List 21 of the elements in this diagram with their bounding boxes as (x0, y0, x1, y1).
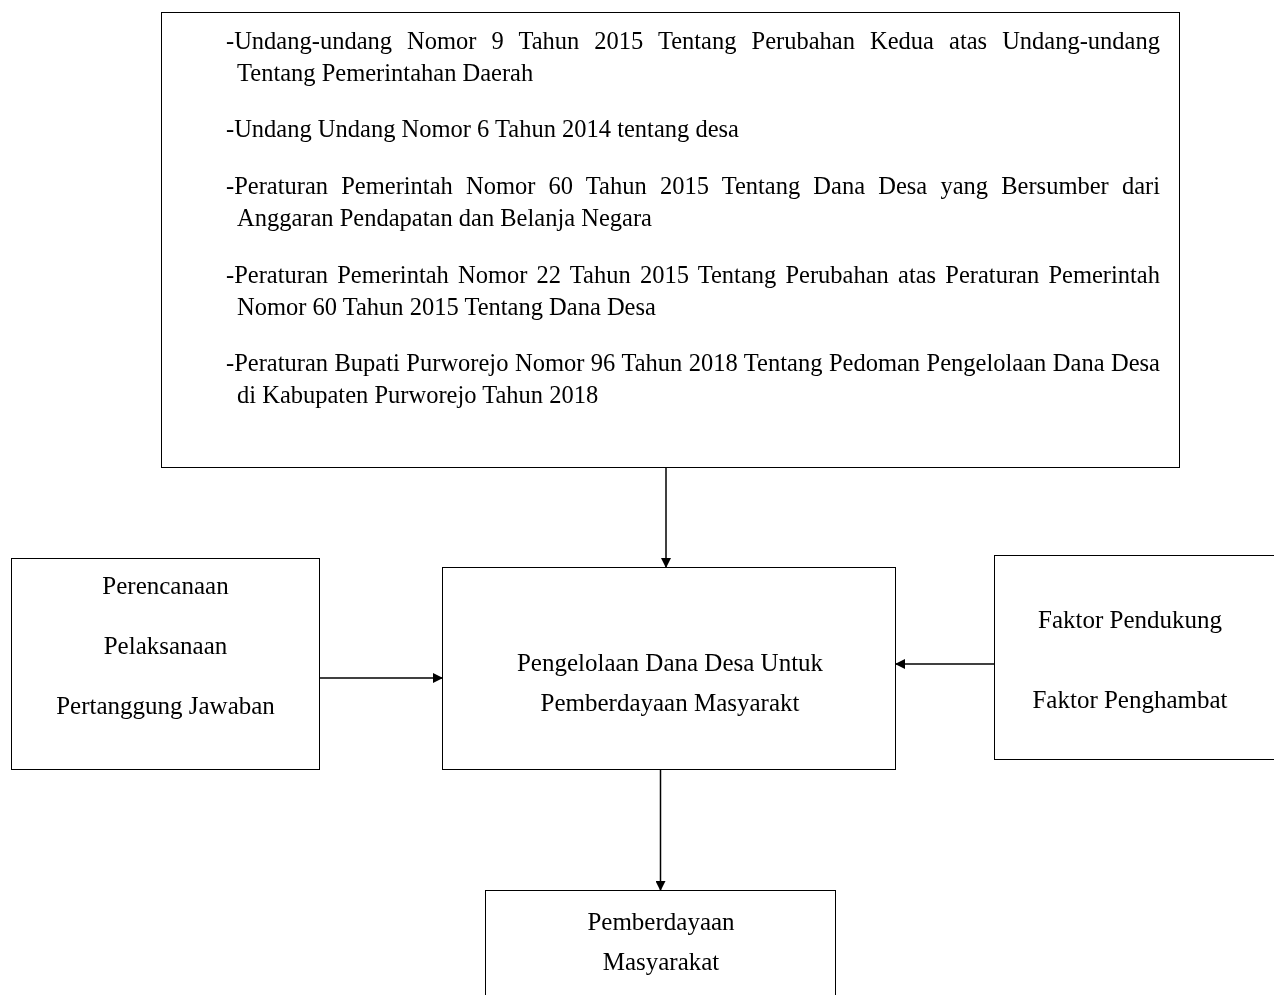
box-label: Faktor Penghambat (1031, 685, 1229, 715)
box-label: Pertanggung Jawaban (55, 691, 276, 721)
text-box (161, 12, 1180, 468)
regulation-text: -Undang Undang Nomor 6 Tahun 2014 tentang desa (226, 114, 740, 144)
text-box (442, 567, 896, 770)
arrow (661, 467, 671, 568)
regulation-text: -Peraturan Pemerintah Nomor 22 Tahun 2015 Tentang Perubahan atas Peraturan Pemerintah Nomor 60 Tahun 2015 Tentang Dana Desa (226, 260, 1160, 322)
regulation-text: -Undang-undang Nomor 9 Tahun 2015 Tentang Perubahan Kedua atas Undang-undang Tentang Pemerintahan Daerah (226, 26, 1160, 88)
regulation-text: -Peraturan Bupati Purworejo Nomor 96 Tahun 2018 Tentang Pedoman Pengelolaan Dana Desa di Kabupaten Purworejo Tahun 2018 (226, 348, 1160, 410)
box-label: Pelaksanaan (102, 631, 229, 661)
text-box (485, 890, 836, 995)
arrow (655, 769, 666, 891)
arrow (895, 659, 995, 669)
text-box (994, 555, 1274, 760)
text-box (11, 558, 320, 770)
box-label: Perencanaan (101, 571, 230, 601)
arrow (319, 673, 443, 683)
regulation-text: -Peraturan Pemerintah Nomor 60 Tahun 2015 Tentang Dana Desa yang Bersumber dari Anggaran Pendapatan dan Belanja Negara (226, 171, 1160, 233)
box-label: Pengelolaan Dana Desa Untuk Pemberdayaan Masyarakt (515, 648, 825, 718)
box-label: Faktor Pendukung (1037, 605, 1223, 635)
box-label: Pemberdayaan Masyarakat (586, 907, 736, 977)
